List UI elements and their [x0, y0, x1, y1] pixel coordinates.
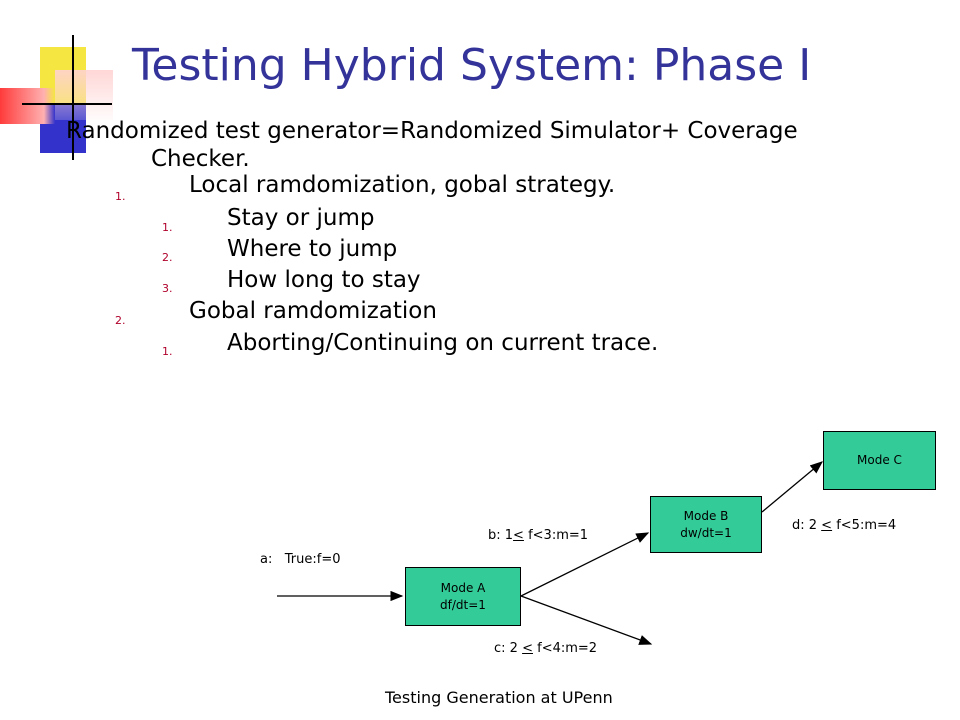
edge-b-op: <: [513, 528, 524, 543]
mode-c-name: Mode C: [857, 453, 902, 467]
slide-title: Testing Hybrid System: Phase I: [132, 40, 812, 91]
sublist-number: 2.: [162, 251, 173, 264]
edge-c-op: <: [522, 641, 533, 656]
mode-b-box: Mode B dw/dt=1: [650, 496, 762, 553]
arrow-d: [761, 461, 823, 513]
list-item: Local ramdomization, gobal strategy.: [189, 172, 616, 198]
list-number: 2.: [115, 314, 126, 327]
list-item: Gobal ramdomization: [189, 298, 437, 324]
mode-c-box: Mode C: [823, 431, 936, 490]
slide-footer: Testing Generation at UPenn: [385, 688, 613, 707]
lead-line-1: Randomized test generator=Randomized Sim…: [66, 118, 798, 144]
arrow-c: [520, 595, 653, 645]
edge-d-pre: d: 2: [792, 518, 822, 533]
lead-bullet: Randomized test generator=Randomized Sim…: [66, 117, 866, 173]
deco-red-square: [0, 88, 55, 124]
sublist-number: 1.: [162, 345, 173, 358]
edge-c-label: c: 2 < f<4:m=2: [494, 641, 597, 656]
lead-line-2: Checker.: [151, 146, 250, 172]
edge-a-label: a: True:f=0: [260, 552, 341, 567]
sublist-number: 1.: [162, 221, 173, 234]
mode-a-flow: df/dt=1: [440, 597, 486, 612]
edge-d-op: <: [821, 518, 833, 533]
deco-horizontal-line: [22, 103, 112, 105]
list-number: 1.: [115, 190, 126, 203]
edge-b-pre: b: 1: [488, 528, 514, 543]
mode-a-name: Mode A: [440, 580, 486, 595]
mode-b-name: Mode B: [683, 508, 729, 523]
sublist-item: Aborting/Continuing on current trace.: [227, 330, 659, 356]
deco-red-fade: [55, 70, 113, 120]
edge-a-prefix: a:: [260, 552, 273, 567]
edge-b-post: f<3:m=1: [523, 528, 589, 543]
edge-c-pre: c: 2: [494, 641, 523, 656]
arrow-b: [520, 532, 650, 597]
edge-d-post: f<5:m=4: [832, 518, 897, 533]
edge-b-label: b: 1< f<3:m=1: [488, 528, 588, 543]
edge-d-label: d: 2 < f<5:m=4: [792, 518, 896, 533]
sublist-item: How long to stay: [227, 267, 421, 293]
deco-vertical-line: [72, 35, 74, 160]
edge-a-guard: True:f=0: [284, 552, 341, 567]
sublist-item: Where to jump: [227, 236, 398, 262]
edge-c-post: f<4:m=2: [532, 641, 598, 656]
sublist-number: 3.: [162, 282, 173, 295]
mode-a-box: Mode A df/dt=1: [405, 567, 521, 626]
mode-b-flow: dw/dt=1: [680, 525, 732, 540]
sublist-item: Stay or jump: [227, 205, 375, 231]
